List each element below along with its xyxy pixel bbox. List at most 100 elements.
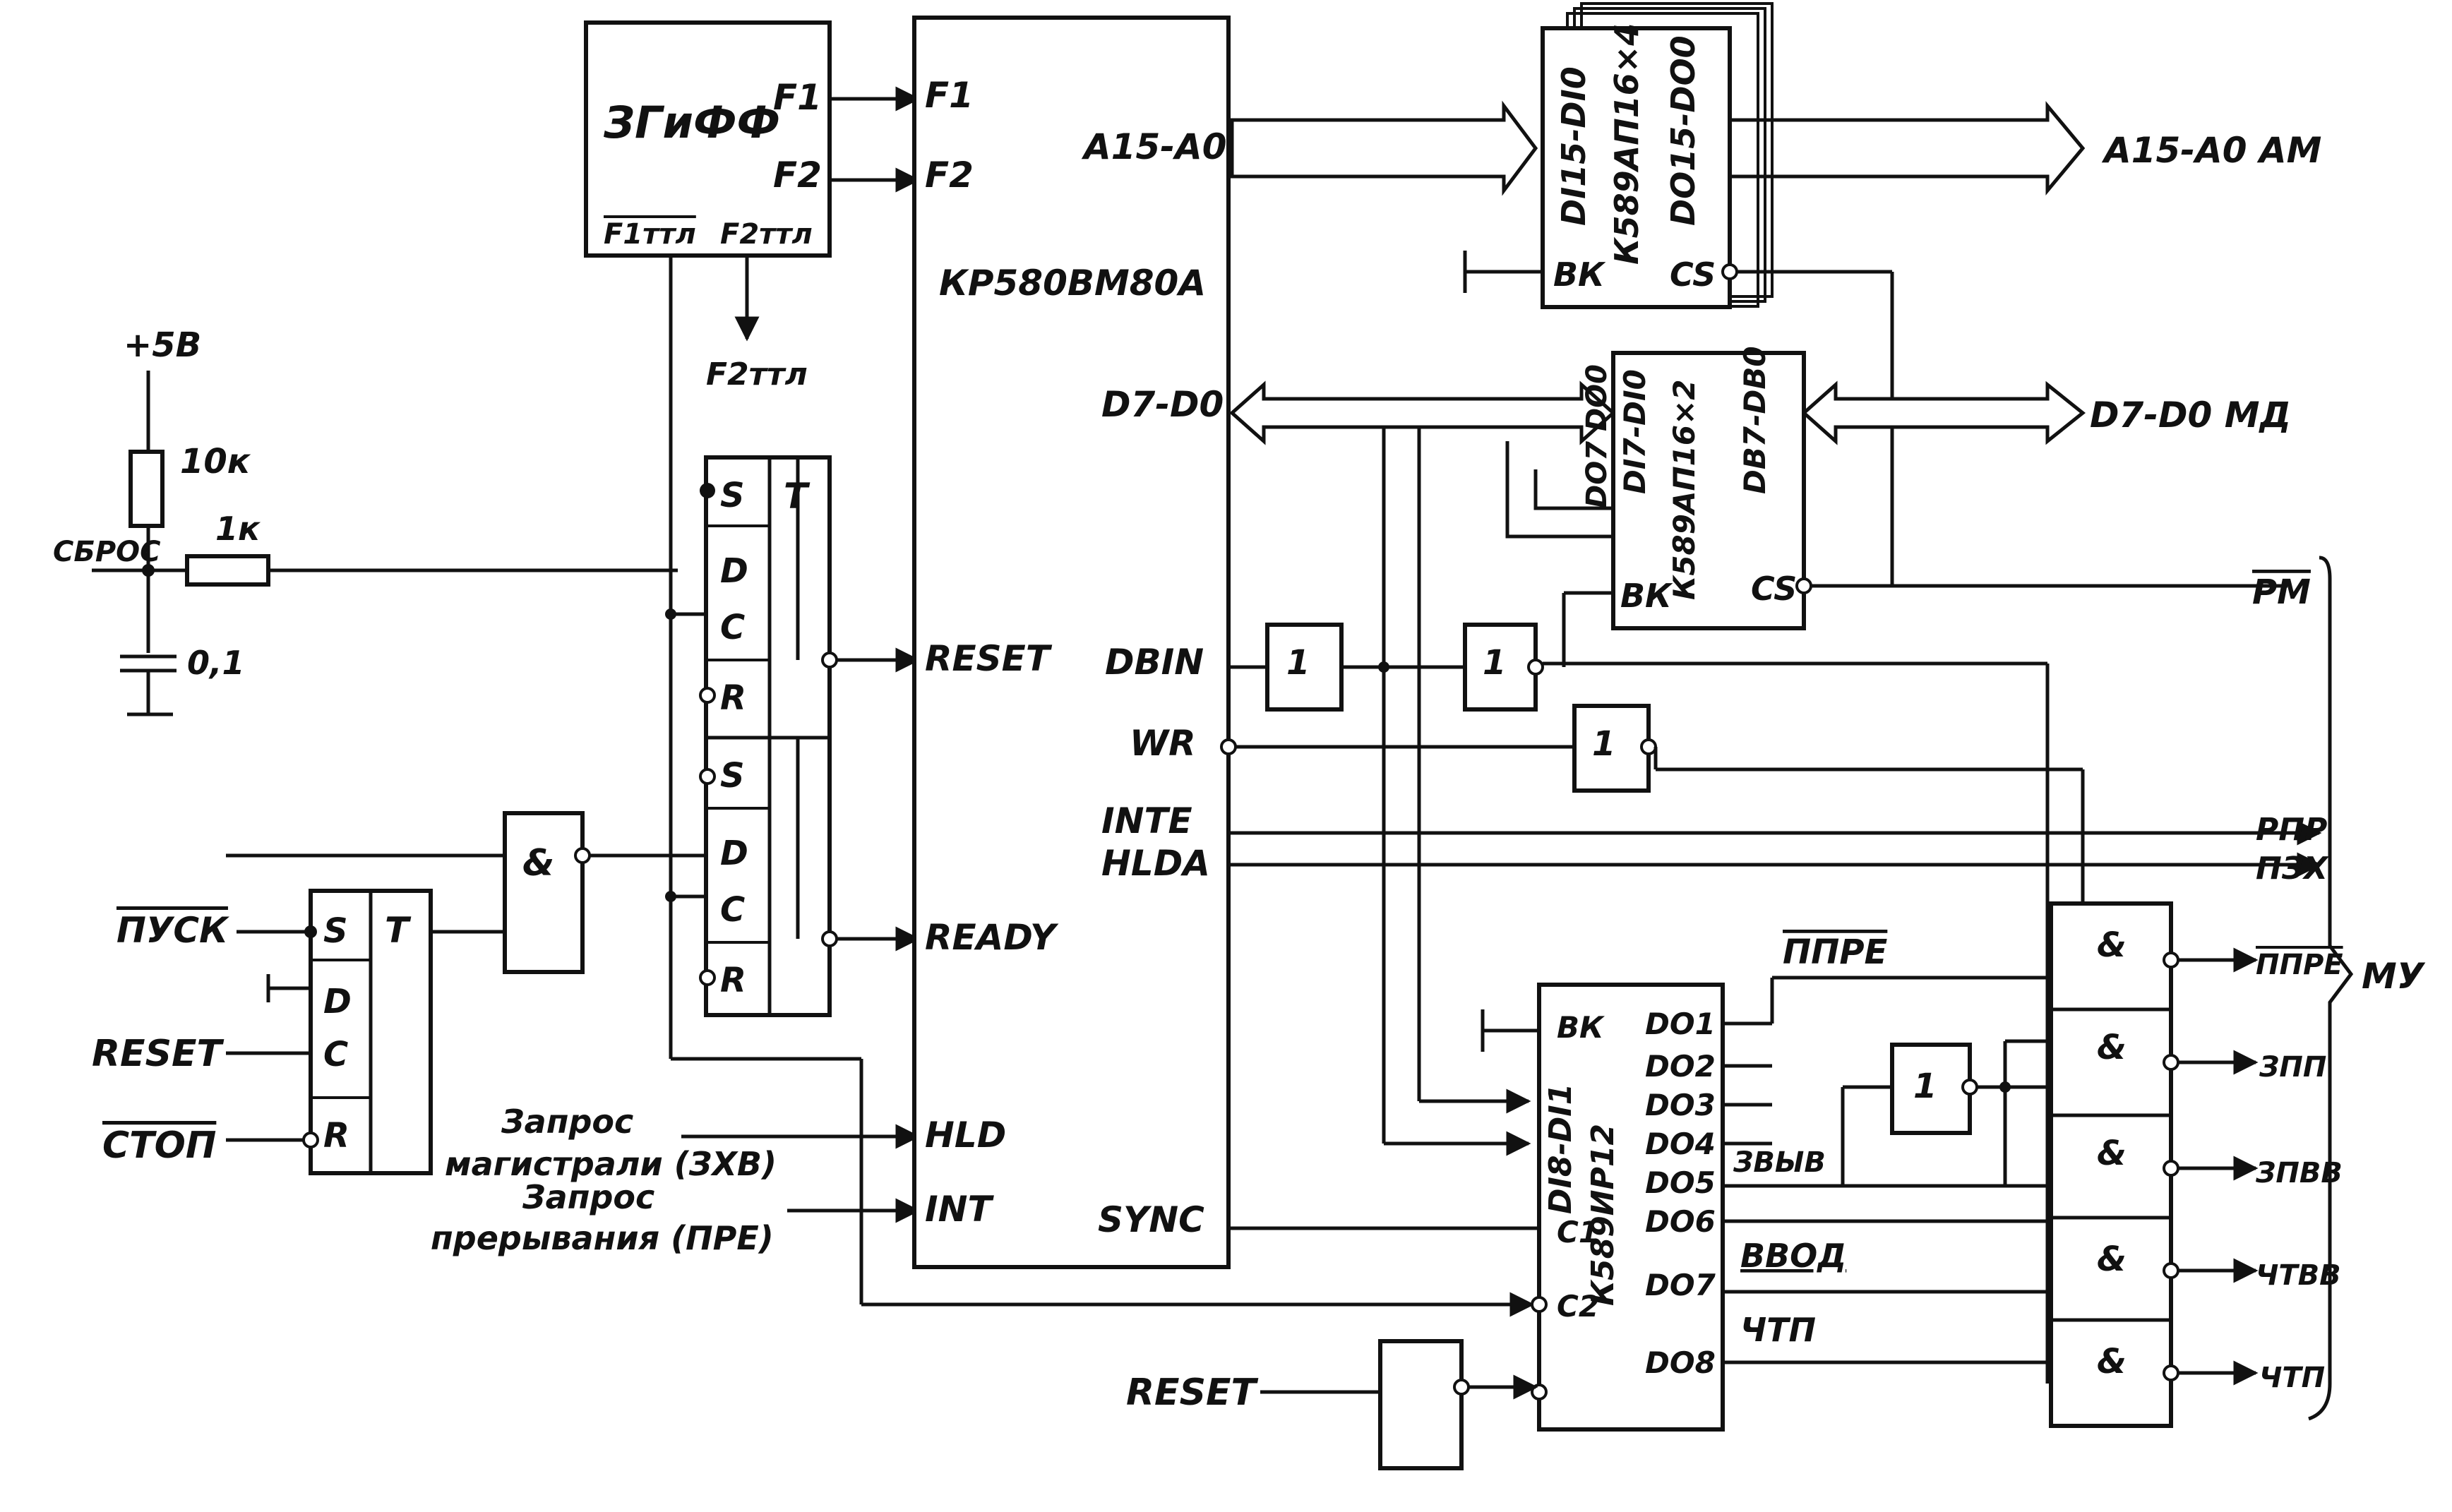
chtp-signal-label: ЧТП	[1740, 1311, 1816, 1349]
dbin-wr-inverters: 1 1 1	[1220, 623, 2085, 1384]
status-reg-oe: ВК	[1557, 1010, 1605, 1045]
and-gate-array: & & & & & ППРЕ ЗПП ЗПВВ ЧТВВ ЧТП МУ	[2049, 556, 2426, 1428]
status-do8: DO8	[1645, 1345, 1716, 1380]
status-do4: DO4	[1645, 1127, 1716, 1161]
trig2-pin-s: S	[720, 756, 745, 796]
resistor-1k	[185, 554, 270, 587]
clock-out-f2ttl: F2ттл	[720, 218, 813, 251]
int-request-label-1: Запрос	[522, 1178, 654, 1216]
status-reg-c1: С1	[1557, 1215, 1599, 1249]
bus-request-label-2: магистрали (ЗХВ)	[445, 1145, 777, 1183]
pzx-label: ПЗХ	[2256, 851, 2329, 887]
status-reg-left: DI8-DI1	[1543, 1084, 1579, 1214]
zvyv-signal-label: ЗВЫВ	[1733, 1146, 1826, 1179]
stop-input-label: СТОП	[102, 1124, 216, 1167]
cpu-pin-hld: HLD	[925, 1115, 1006, 1156]
int-request-label-2: прерывания (ПРЕ)	[431, 1219, 774, 1257]
mu-bus-label: МУ	[2362, 956, 2426, 997]
and-gate-symbol: &	[522, 842, 554, 884]
cpu-pin-wr: WR	[1130, 723, 1196, 764]
clock-out-f2: F2	[773, 155, 822, 196]
cpu-pin-addr: A15-A0	[1081, 126, 1227, 167]
data-buffer: DO7 DO0 DI7-DI0 К589АП16×2 DB7-DB0 ВК CS…	[1505, 346, 2311, 667]
c1-label: 0,1	[187, 644, 245, 682]
data-buf-chip: К589АП16×2	[1667, 379, 1702, 600]
and-2-symbol: &	[2097, 1028, 2127, 1067]
addr-buf-right: DO15-DO0	[1664, 35, 1702, 226]
cpu-pin-hlda: HLDA	[1101, 843, 1210, 884]
status-reg-chip: К589ИР12	[1585, 1124, 1621, 1306]
cpu-pin-f1: F1	[925, 75, 974, 116]
clock-out-f1: F1	[773, 77, 822, 118]
trig1-pin-c: C	[720, 608, 745, 647]
status-register: DI8-DI1 К589ИР12 ВК С1 С2 DO1 DO2 DO3 DO…	[1228, 932, 2051, 1432]
r2-label: 1к	[215, 510, 261, 548]
inv4-symbol: 1	[1913, 1067, 1937, 1106]
pm-label: РМ	[2252, 572, 2311, 612]
cpu-name: КР580ВМ80А	[939, 263, 1206, 304]
cpu-chip: КР580ВМ80А F1 F2 RESET READY HLD INT A15…	[912, 16, 1231, 1269]
status-reg-c2: С2	[1557, 1289, 1599, 1324]
reset-button-label: СБРОС	[53, 536, 161, 568]
resistor-10k	[128, 450, 165, 528]
inv2-symbol: 1	[1483, 643, 1506, 683]
out-zpp-label: ЗПП	[2259, 1051, 2326, 1084]
vcc-label: +5В	[124, 325, 201, 365]
inte-hlda-lines: РПР ПЗХ	[1228, 812, 2329, 887]
cpu-pin-data: D7-D0	[1101, 384, 1224, 425]
start-trigger-t: T	[385, 910, 412, 951]
status-do6: DO6	[1645, 1204, 1716, 1239]
start-pin-d: D	[323, 982, 352, 1021]
start-input-label: ПУСК	[116, 910, 229, 951]
clock-generator: ЗГиФФ F1 F2 F1ттл F2ттл F2ттл	[584, 20, 1535, 1317]
out-zpvv-label: ЗПВВ	[2255, 1157, 2343, 1189]
status-do1: DO1	[1645, 1007, 1716, 1041]
addr-buf-oe: ВК	[1553, 256, 1606, 294]
cpu-pin-ready: READY	[925, 917, 1059, 958]
addr-buf-chip: К589АП16×4	[1608, 23, 1646, 265]
inv1-symbol: 1	[1286, 643, 1310, 683]
trig1-pin-s: S	[720, 476, 745, 515]
address-bus-out-label: A15-A0 AM	[2101, 130, 2321, 171]
clock-out-f1ttl: F1ттл	[604, 218, 696, 251]
cpu-pin-sync: SYNC	[1098, 1199, 1204, 1240]
data-buf-right: DB7-DB0	[1738, 346, 1772, 494]
address-bus: A15-A0 AM	[1230, 100, 2321, 196]
status-do2: DO2	[1645, 1049, 1716, 1084]
ppre-signal-label: ППРЕ	[1783, 932, 1888, 972]
address-buffer: DI15-DI0 К589АП16×4 DO15-DO0 ВК CS	[1463, 2, 1894, 586]
cpu-pin-dbin: DBIN	[1105, 642, 1204, 683]
status-inverter: 1	[1841, 1039, 2051, 1186]
cpu-pin-int: INT	[925, 1189, 994, 1230]
trig2-pin-d: D	[720, 834, 748, 873]
power-reset-circuit: +5В 10к 1к СБРОС 0,1	[53, 325, 678, 716]
rpr-label: РПР	[2256, 812, 2327, 848]
data-buf-left2: DI7-DI0	[1617, 369, 1652, 494]
data-buf-left1: DO7 DO0	[1581, 364, 1613, 508]
reset-inverter	[1378, 1339, 1538, 1470]
out-chtp-label: ЧТП	[2259, 1362, 2325, 1394]
out-chtvv-label: ЧТВВ	[2256, 1259, 2341, 1292]
bus-request-label-1: Запрос	[501, 1103, 633, 1141]
data-bus-out-label: D7-D0 МД	[2090, 395, 2291, 436]
cpu-pin-reset: RESET	[925, 638, 1053, 679]
addr-buf-cs: CS	[1670, 256, 1716, 294]
inv3-symbol: 1	[1592, 724, 1615, 764]
vvod-signal-label: ВВОД	[1740, 1237, 1846, 1275]
clock-gen-name: ЗГиФФ	[603, 97, 780, 148]
input-signals: ПУСК RESET СТОП Запрос магистрали (ЗХВ) …	[92, 910, 1380, 1414]
start-trigger: S D C R T	[266, 889, 433, 1175]
and-5-symbol: &	[2097, 1342, 2127, 1381]
cpu-pin-inte: INTE	[1101, 800, 1192, 841]
r1-label: 10к	[180, 442, 251, 481]
and-3-symbol: &	[2097, 1134, 2127, 1173]
trig1-pin-d: D	[720, 551, 748, 591]
status-do5: DO5	[1645, 1165, 1716, 1200]
status-do7: DO7	[1645, 1268, 1716, 1302]
data-buf-cs: CS	[1751, 570, 1797, 608]
and-gate-start: &	[226, 811, 706, 974]
trig2-pin-c: C	[720, 890, 745, 930]
start-pin-c: C	[323, 1035, 348, 1074]
and-4-symbol: &	[2097, 1240, 2127, 1279]
